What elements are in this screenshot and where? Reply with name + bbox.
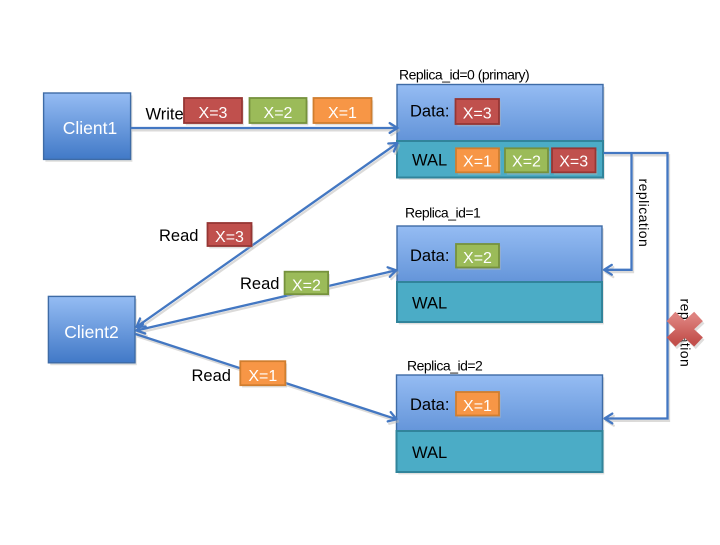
svg-text:WAL: WAL <box>412 294 447 312</box>
svg-text:Client1: Client1 <box>63 118 117 138</box>
svg-text:Data:: Data: <box>410 247 449 265</box>
svg-text:X=3: X=3 <box>215 229 244 246</box>
svg-text:Replica_id=0 (primary): Replica_id=0 (primary) <box>399 67 529 83</box>
svg-text:X=2: X=2 <box>264 105 293 122</box>
svg-text:Replica_id=1: Replica_id=1 <box>405 205 481 221</box>
svg-text:X=3: X=3 <box>199 105 228 122</box>
svg-text:Data:: Data: <box>410 396 449 414</box>
svg-text:X=1: X=1 <box>463 154 492 171</box>
svg-text:X=2: X=2 <box>512 154 541 171</box>
svg-text:replication: replication <box>636 179 652 248</box>
svg-text:Read: Read <box>192 367 231 385</box>
svg-text:X=3: X=3 <box>463 106 492 123</box>
svg-text:Data:: Data: <box>410 103 449 121</box>
svg-text:X=1: X=1 <box>328 105 357 122</box>
svg-text:X=1: X=1 <box>463 398 492 415</box>
svg-text:Write: Write <box>146 105 184 123</box>
svg-text:WAL: WAL <box>412 444 447 462</box>
svg-text:Client2: Client2 <box>64 322 118 342</box>
svg-text:Replica_id=2: Replica_id=2 <box>407 358 483 374</box>
svg-text:X=3: X=3 <box>559 154 588 171</box>
svg-text:X=1: X=1 <box>248 368 277 385</box>
svg-text:X=2: X=2 <box>292 277 321 294</box>
svg-text:X=2: X=2 <box>463 250 492 267</box>
svg-text:Read: Read <box>159 227 198 245</box>
svg-text:WAL: WAL <box>412 152 447 170</box>
svg-text:Read: Read <box>240 275 279 293</box>
